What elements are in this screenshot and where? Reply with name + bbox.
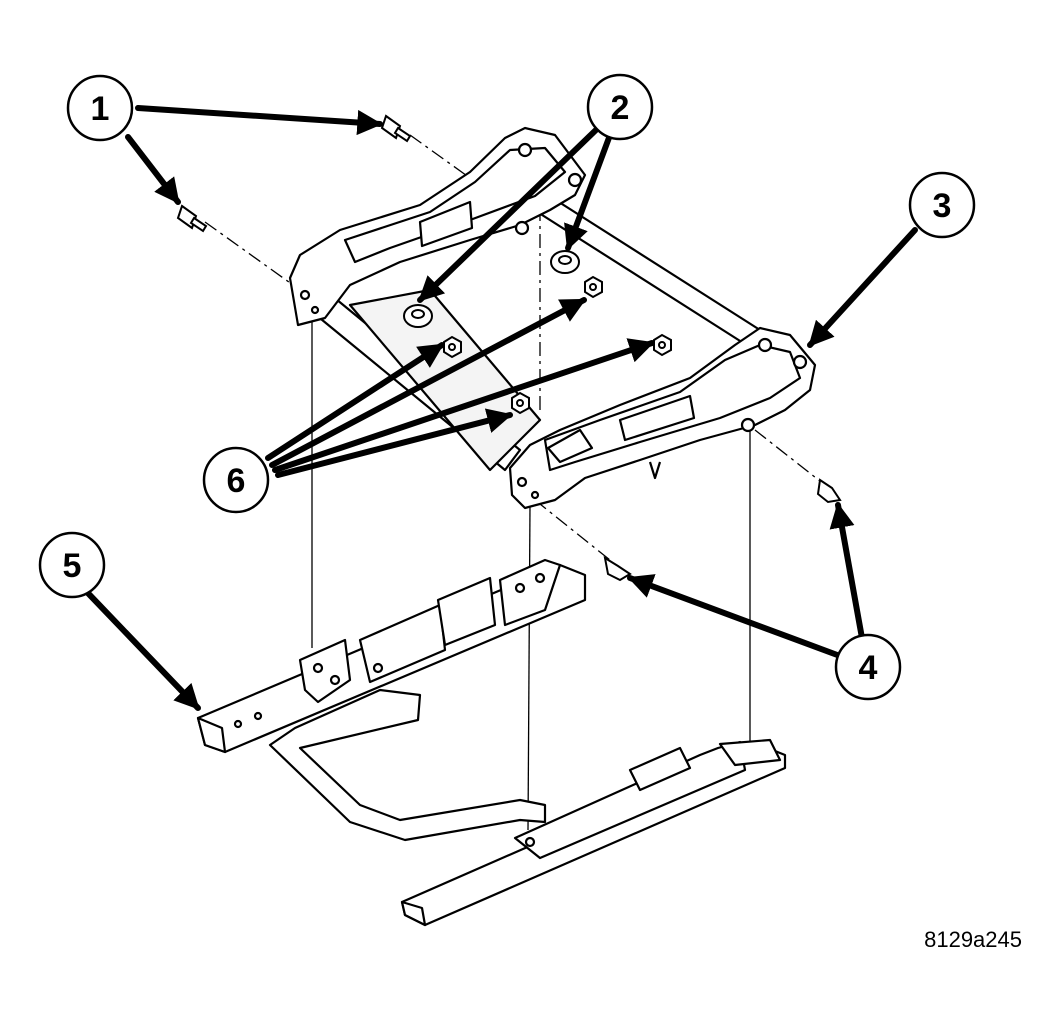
- callout-4: 4: [834, 633, 902, 701]
- bolt-1a: [176, 204, 208, 233]
- leader-6d: [275, 408, 513, 478]
- nut-6a: [443, 335, 462, 359]
- leader-3: [807, 227, 918, 348]
- svg-text:2: 2: [611, 89, 630, 127]
- leader-1b: [135, 105, 383, 136]
- leader-6c: [272, 338, 655, 473]
- svg-text:1: 1: [91, 90, 110, 128]
- callout-6: 6: [202, 446, 270, 514]
- leader-6b: [269, 297, 587, 468]
- figure-code: 8129a245: [924, 927, 1022, 952]
- callout-5: 5: [38, 531, 106, 599]
- leader-1a: [125, 134, 181, 205]
- callouts: 1 2 3 4 5 6: [38, 73, 976, 701]
- callout-2: 2: [586, 73, 654, 141]
- nut-6d: [511, 391, 530, 415]
- alignment-lines: [204, 134, 826, 831]
- nut-6b: [584, 275, 603, 299]
- leader-6a: [265, 342, 445, 461]
- fasteners: [176, 114, 842, 582]
- bushing-2b: [550, 250, 580, 274]
- cross-plate: [348, 288, 542, 472]
- left-riser-flange: [343, 146, 567, 264]
- svg-text:4: 4: [859, 649, 878, 687]
- nut-6c: [653, 333, 672, 357]
- svg-text:3: 3: [933, 187, 952, 225]
- leader-4a: [627, 574, 843, 659]
- leader-2b: [564, 132, 613, 251]
- callout-1: 1: [66, 74, 134, 142]
- bolt-4b: [603, 555, 632, 582]
- leader-5: [82, 587, 201, 711]
- svg-text:6: 6: [227, 462, 246, 500]
- bolt-4a: [816, 478, 842, 504]
- seat-tracks: [196, 558, 787, 927]
- svg-text:5: 5: [63, 547, 82, 585]
- callout-3: 3: [908, 171, 976, 239]
- leader-arrows: [82, 105, 918, 711]
- bushing-2a: [403, 304, 433, 328]
- leader-2a: [417, 125, 601, 303]
- bolt-1b: [380, 114, 412, 143]
- leader-4b: [829, 502, 865, 641]
- towel-bar: [268, 688, 547, 842]
